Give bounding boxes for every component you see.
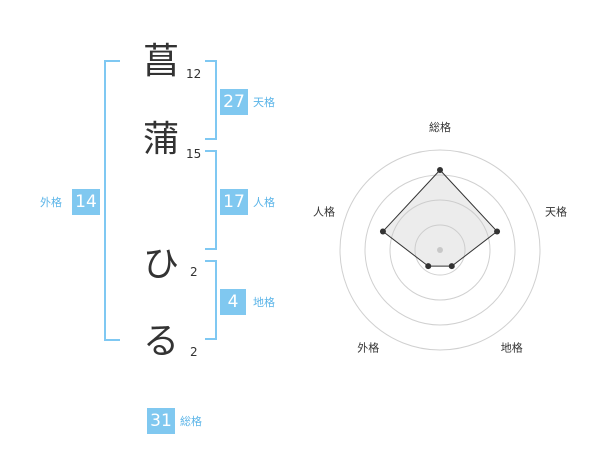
chikaku-bracket: [205, 260, 217, 340]
radar-point-1: [437, 167, 443, 173]
radar-point-2: [494, 228, 501, 235]
radar-axis-label-1: 総格: [429, 120, 451, 134]
radar-axis-label-4: 外格: [357, 341, 379, 355]
tenkaku-value: 27: [220, 89, 248, 115]
soukaku-label: 総格: [180, 415, 202, 428]
name-char-2: 蒲: [142, 119, 179, 160]
radar-axis-label-2: 天格: [545, 204, 567, 218]
gaikaku-bracket: [104, 60, 120, 341]
radar-ring: [414, 224, 466, 276]
radar-point-3: [448, 263, 455, 270]
name-char-4: る: [142, 321, 179, 362]
tenkaku-bracket: [205, 60, 217, 140]
radar-ring: [339, 149, 541, 351]
stroke-count-2: 15: [186, 147, 202, 161]
gaikaku-value: 14: [72, 189, 100, 215]
radar-point-5: [379, 228, 386, 235]
gaikaku-label: 外格: [40, 196, 62, 209]
radar-center-dot: [437, 247, 443, 253]
chikaku-value: 4: [220, 289, 246, 315]
tenkaku-label: 天格: [253, 96, 275, 109]
stroke-count-4: 2: [190, 345, 198, 359]
radar-ring: [364, 174, 516, 326]
radar-ring: [389, 199, 491, 301]
name-char-1: 菖: [142, 41, 179, 82]
jinkaku-label: 人格: [253, 196, 275, 209]
radar-axis-label-5: 人格: [313, 204, 335, 218]
stroke-count-1: 12: [186, 67, 202, 81]
radar-point-4: [425, 263, 432, 270]
name-char-3: ひ: [142, 244, 179, 285]
radar-series-polygon: [382, 169, 498, 267]
soukaku-value: 31: [147, 408, 175, 434]
chikaku-label: 地格: [253, 296, 275, 309]
jinkaku-bracket: [205, 150, 217, 250]
radar-axis-label-3: 地格: [501, 341, 523, 355]
jinkaku-value: 17: [220, 189, 248, 215]
stroke-count-3: 2: [190, 265, 198, 279]
